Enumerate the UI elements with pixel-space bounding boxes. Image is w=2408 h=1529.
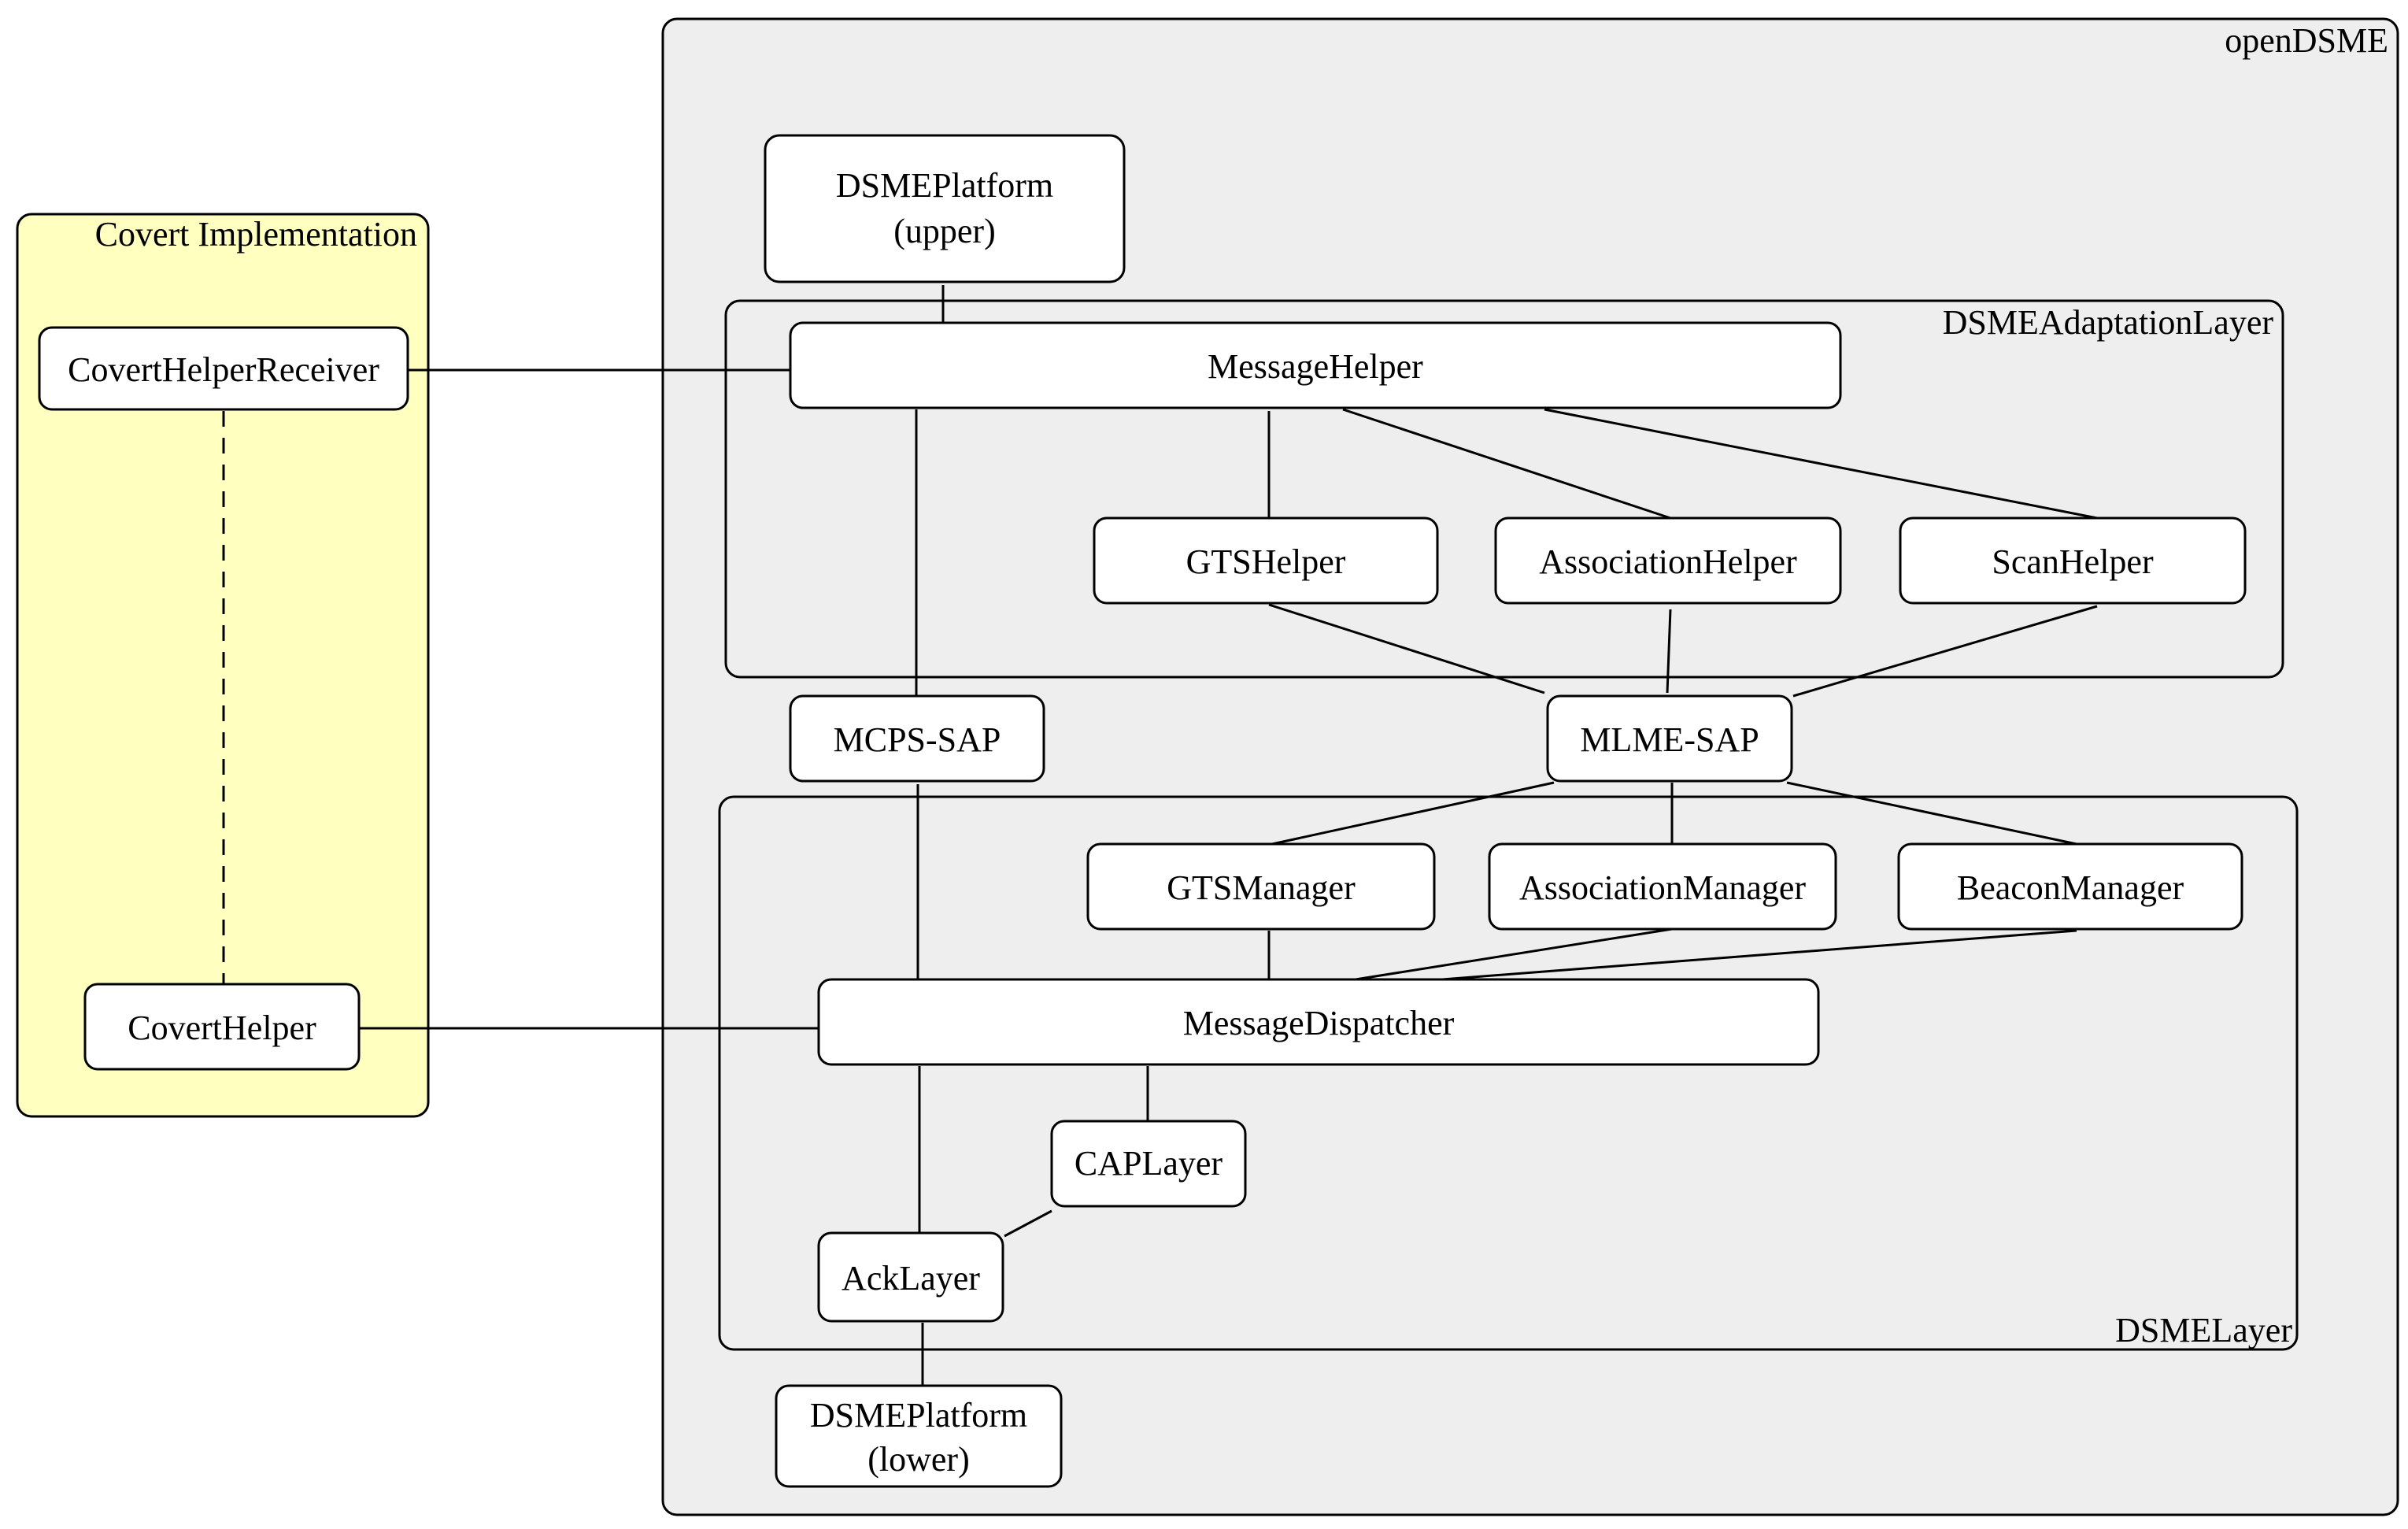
dsme-platform-lower-node: DSMEPlatform (lower): [775, 1384, 1063, 1488]
dsme-platform-upper-node: DSMEPlatform (upper): [764, 134, 1126, 283]
dsme-platform-lower-sublabel: (lower): [867, 1440, 970, 1479]
cap-layer-label: CAPLayer: [1075, 1144, 1223, 1183]
covert-helper-node: CovertHelper: [83, 983, 361, 1071]
edge-association-helper-mlme-sap: [1666, 609, 1672, 694]
mlme-sap-label: MLME-SAP: [1580, 720, 1759, 759]
dsme-adaptation-layer-group-label: DSMEAdaptationLayer: [1943, 303, 2274, 342]
edge-message-helper-association-helper: [1342, 408, 1671, 520]
message-helper-node: MessageHelper: [789, 321, 1842, 409]
edge-scan-helper-mlme-sap: [1792, 605, 2098, 698]
association-manager-label: AssociationManager: [1519, 868, 1806, 907]
ack-layer-node: AckLayer: [817, 1231, 1004, 1323]
edge-beacon-manager-message-dispatcher: [1441, 929, 2077, 981]
mlme-sap-node: MLME-SAP: [1546, 694, 1793, 783]
scan-helper-node: ScanHelper: [1899, 516, 2247, 605]
beacon-manager-node: BeaconManager: [1897, 842, 2243, 931]
dsme-adaptation-layer-group: [724, 299, 2284, 679]
association-helper-label: AssociationHelper: [1539, 542, 1797, 581]
covert-helper-receiver-label: CovertHelperReceiver: [68, 350, 379, 389]
covert-helper-receiver-node: CovertHelperReceiver: [38, 326, 409, 411]
dsme-layer-group-label: DSMELayer: [2115, 1311, 2292, 1349]
edge-message-helper-scan-helper: [1544, 408, 2098, 520]
message-dispatcher-node: MessageDispatcher: [817, 978, 1820, 1066]
dsme-platform-upper-sublabel: (upper): [893, 212, 996, 250]
dsme-platform-upper-label: DSMEPlatform: [836, 166, 1053, 205]
covert-implementation-group-label: Covert Implementation: [95, 215, 417, 254]
mcps-sap-label: MCPS-SAP: [834, 720, 1001, 759]
gts-helper-node: GTSHelper: [1093, 516, 1439, 605]
gts-manager-node: GTSManager: [1086, 842, 1436, 931]
ack-layer-label: AckLayer: [842, 1259, 980, 1298]
message-dispatcher-label: MessageDispatcher: [1183, 1004, 1455, 1042]
association-helper-node: AssociationHelper: [1494, 516, 1842, 605]
edge-association-manager-message-dispatcher: [1355, 927, 1673, 981]
dsme-layer-group: [718, 795, 2299, 1351]
message-helper-label: MessageHelper: [1208, 347, 1423, 386]
scan-helper-label: ScanHelper: [1992, 542, 2154, 581]
edge-mlme-sap-gts-manager: [1271, 781, 1555, 846]
association-manager-node: AssociationManager: [1488, 842, 1837, 931]
cap-layer-node: CAPLayer: [1050, 1120, 1247, 1208]
edge-gts-helper-mlme-sap: [1268, 603, 1545, 694]
gts-manager-label: GTSManager: [1167, 868, 1356, 907]
opendsme-group-label: openDSME: [2225, 21, 2388, 60]
dsme-platform-lower-label: DSMEPlatform: [810, 1396, 1027, 1435]
gts-helper-label: GTSHelper: [1186, 542, 1346, 581]
edge-cap-layer-ack-layer: [1004, 1209, 1052, 1238]
mcps-sap-node: MCPS-SAP: [789, 694, 1045, 783]
covert-helper-label: CovertHelper: [128, 1009, 316, 1047]
beacon-manager-label: BeaconManager: [1957, 868, 2184, 907]
edge-mlme-sap-beacon-manager: [1786, 781, 2077, 846]
